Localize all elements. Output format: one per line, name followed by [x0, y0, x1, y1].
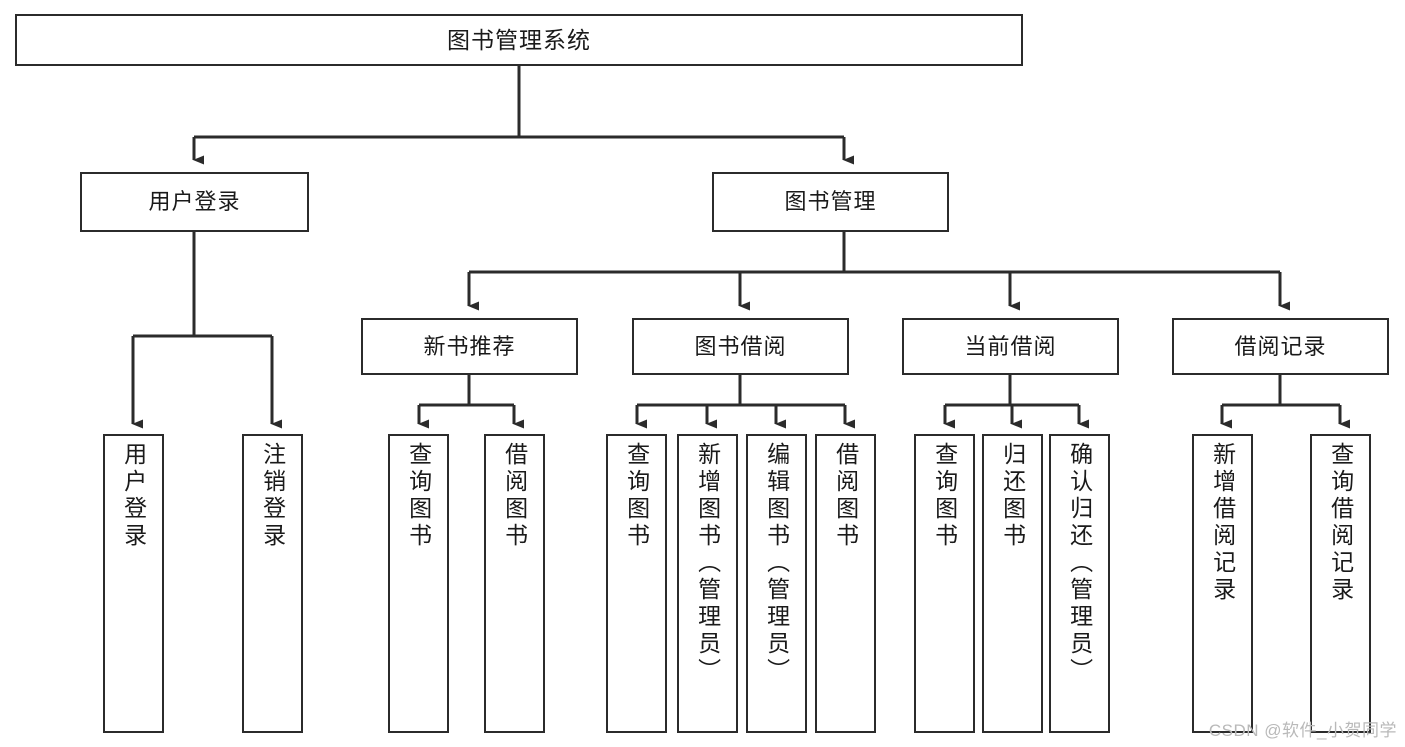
node-leaf-borrow-book-1-label: 借阅图书 — [501, 442, 528, 550]
node-leaf-add-book[interactable]: 新增图书（管理员） — [677, 434, 738, 733]
node-leaf-query-record[interactable]: 查询借阅记录 — [1310, 434, 1371, 733]
node-leaf-borrow-book-1[interactable]: 借阅图书 — [484, 434, 545, 733]
node-new-book-recommend-label: 新书推荐 — [423, 333, 516, 359]
node-leaf-query-book-1-label: 查询图书 — [405, 442, 432, 550]
node-leaf-query-book-3[interactable]: 查询图书 — [914, 434, 975, 733]
node-leaf-query-book-1[interactable]: 查询图书 — [388, 434, 449, 733]
node-borrow-record[interactable]: 借阅记录 — [1172, 318, 1389, 375]
node-user-login[interactable]: 用户登录 — [80, 172, 309, 232]
node-leaf-user-login-label: 用户登录 — [120, 442, 147, 550]
node-leaf-user-logout-label: 注销登录 — [259, 442, 286, 550]
node-leaf-edit-book[interactable]: 编辑图书（管理员） — [746, 434, 807, 733]
node-book-management-label: 图书管理 — [784, 189, 877, 215]
node-leaf-add-book-label: 新增图书（管理员） — [694, 442, 721, 685]
node-leaf-add-record[interactable]: 新增借阅记录 — [1192, 434, 1253, 733]
node-leaf-return-book[interactable]: 归还图书 — [982, 434, 1043, 733]
node-leaf-query-book-2[interactable]: 查询图书 — [606, 434, 667, 733]
node-leaf-confirm-return-label: 确认归还（管理员） — [1066, 442, 1093, 685]
node-leaf-query-book-3-label: 查询图书 — [931, 442, 958, 550]
node-leaf-user-logout[interactable]: 注销登录 — [242, 434, 303, 733]
node-book-management[interactable]: 图书管理 — [712, 172, 949, 232]
watermark: CSDN @软件_小贺同学 — [1208, 721, 1397, 740]
node-current-borrow[interactable]: 当前借阅 — [902, 318, 1119, 375]
node-leaf-user-login[interactable]: 用户登录 — [103, 434, 164, 733]
node-leaf-confirm-return[interactable]: 确认归还（管理员） — [1049, 434, 1110, 733]
node-leaf-query-record-label: 查询借阅记录 — [1327, 442, 1354, 604]
node-book-borrow-label: 图书借阅 — [694, 333, 787, 359]
node-root-label: 图书管理系统 — [447, 26, 591, 53]
node-new-book-recommend[interactable]: 新书推荐 — [361, 318, 578, 375]
node-user-login-label: 用户登录 — [148, 189, 241, 215]
node-leaf-return-book-label: 归还图书 — [999, 442, 1026, 550]
node-leaf-query-book-2-label: 查询图书 — [623, 442, 650, 550]
node-leaf-borrow-book-2[interactable]: 借阅图书 — [815, 434, 876, 733]
node-current-borrow-label: 当前借阅 — [964, 333, 1057, 359]
node-leaf-add-record-label: 新增借阅记录 — [1209, 442, 1236, 604]
node-root[interactable]: 图书管理系统 — [15, 14, 1023, 66]
node-leaf-borrow-book-2-label: 借阅图书 — [832, 442, 859, 550]
node-borrow-record-label: 借阅记录 — [1234, 333, 1327, 359]
node-leaf-edit-book-label: 编辑图书（管理员） — [763, 442, 790, 685]
node-book-borrow[interactable]: 图书借阅 — [632, 318, 849, 375]
